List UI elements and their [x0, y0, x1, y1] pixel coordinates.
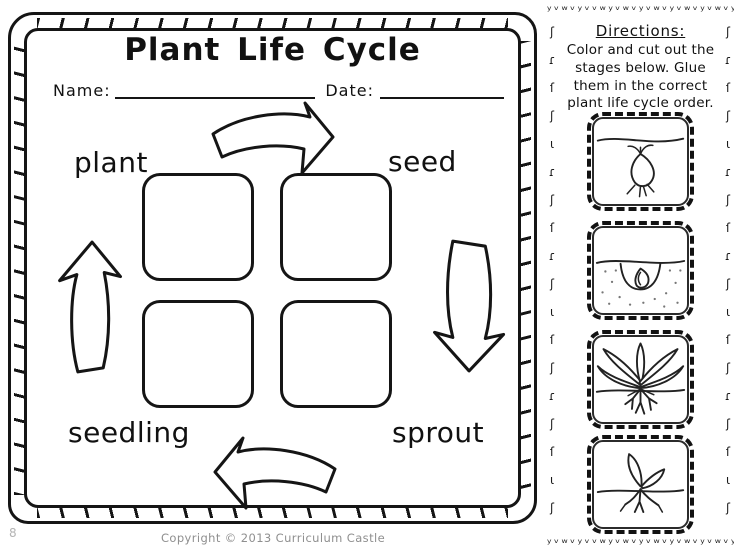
ladder-border-top: [37, 18, 508, 30]
date-label: Date:: [325, 81, 374, 100]
ladder-border-right: [519, 41, 531, 495]
arrow-up-icon: [58, 240, 122, 374]
arrow-down-icon: [433, 239, 506, 373]
glue-box-plant: [142, 173, 254, 281]
cutout-card-mature-plant: [587, 330, 694, 429]
cutout-card-germinating-seed: [587, 112, 694, 211]
directions-line-2: stages below. Glue: [575, 59, 706, 76]
arrow-right-icon: [211, 101, 335, 175]
stage-label-plant: plant: [74, 146, 148, 179]
stitch-border-left: ʃ ɾ ſ ʃ ɩ ɾ ʃ ſ ɾ ʃ ɩ ſ ʃ ɾ ʃ ſ ɩ ʃ: [548, 25, 556, 515]
date-blank-line: [380, 79, 504, 99]
stage-label-sprout: sprout: [392, 416, 485, 449]
name-blank-line: [114, 79, 316, 99]
glue-box-seedling: [142, 300, 254, 408]
card-inner-frame: [592, 335, 689, 424]
directions-line-4: plant life cycle order.: [567, 95, 714, 112]
stage-label-seedling: seedling: [68, 416, 190, 449]
mature-plant-illustration: [595, 342, 686, 415]
buried-seed-illustration: [595, 260, 686, 308]
seedling-illustration: [596, 453, 685, 513]
arrow-left-icon: [213, 436, 337, 510]
name-label: Name:: [53, 81, 111, 100]
page-number: 8: [9, 526, 17, 540]
ladder-border-left: [14, 41, 26, 495]
cutout-sidebar: ʸᵛʷᵛʸᵛᵛʷʸᵛʷᵛʸᵛʷᵛʸᵛʷᵛʸᵛʷᵛʸᵛ ʸᵛʷᵛʸᵛᵛʷʸᵛʷᵛʸ…: [545, 0, 736, 552]
page-title: Plant Life Cycle: [124, 32, 421, 68]
name-date-row: Name: Date:: [53, 79, 504, 100]
stitch-border-bottom: ʸᵛʷᵛʸᵛᵛʷʸᵛʷᵛʸᵛʷᵛʸᵛʷᵛʸᵛʷᵛʸᵛ: [547, 537, 734, 549]
cutout-card-seedling: [587, 435, 694, 534]
stitch-border-top: ʸᵛʷᵛʸᵛᵛʷʸᵛʷᵛʸᵛʷᵛʸᵛʷᵛʸᵛʷᵛʸᵛ: [547, 4, 734, 16]
card-inner-frame: [592, 440, 689, 529]
card-inner-frame: [592, 226, 689, 315]
glue-box-seed: [280, 173, 392, 281]
glue-box-sprout: [280, 300, 392, 408]
directions-title: Directions:: [595, 22, 686, 40]
stage-label-seed: seed: [388, 145, 457, 178]
stitch-border-right: ʃ ɾ ſ ʃ ɩ ɾ ʃ ſ ɾ ʃ ɩ ſ ʃ ɾ ʃ ſ ɩ ʃ: [724, 25, 732, 515]
germinating-seed-illustration: [596, 137, 685, 198]
worksheet-sheet: Plant Life Cycle Name: Date: plant seed …: [8, 12, 537, 524]
directions-line-3: them in the correct: [573, 77, 708, 94]
directions-block: Directions: Color and cut out the stages…: [559, 22, 722, 113]
copyright-text: Copyright © 2013 Curriculum Castle: [160, 531, 386, 545]
directions-line-1: Color and cut out the: [566, 42, 715, 58]
card-inner-frame: [592, 117, 689, 206]
cutout-card-buried-seed: [587, 221, 694, 320]
